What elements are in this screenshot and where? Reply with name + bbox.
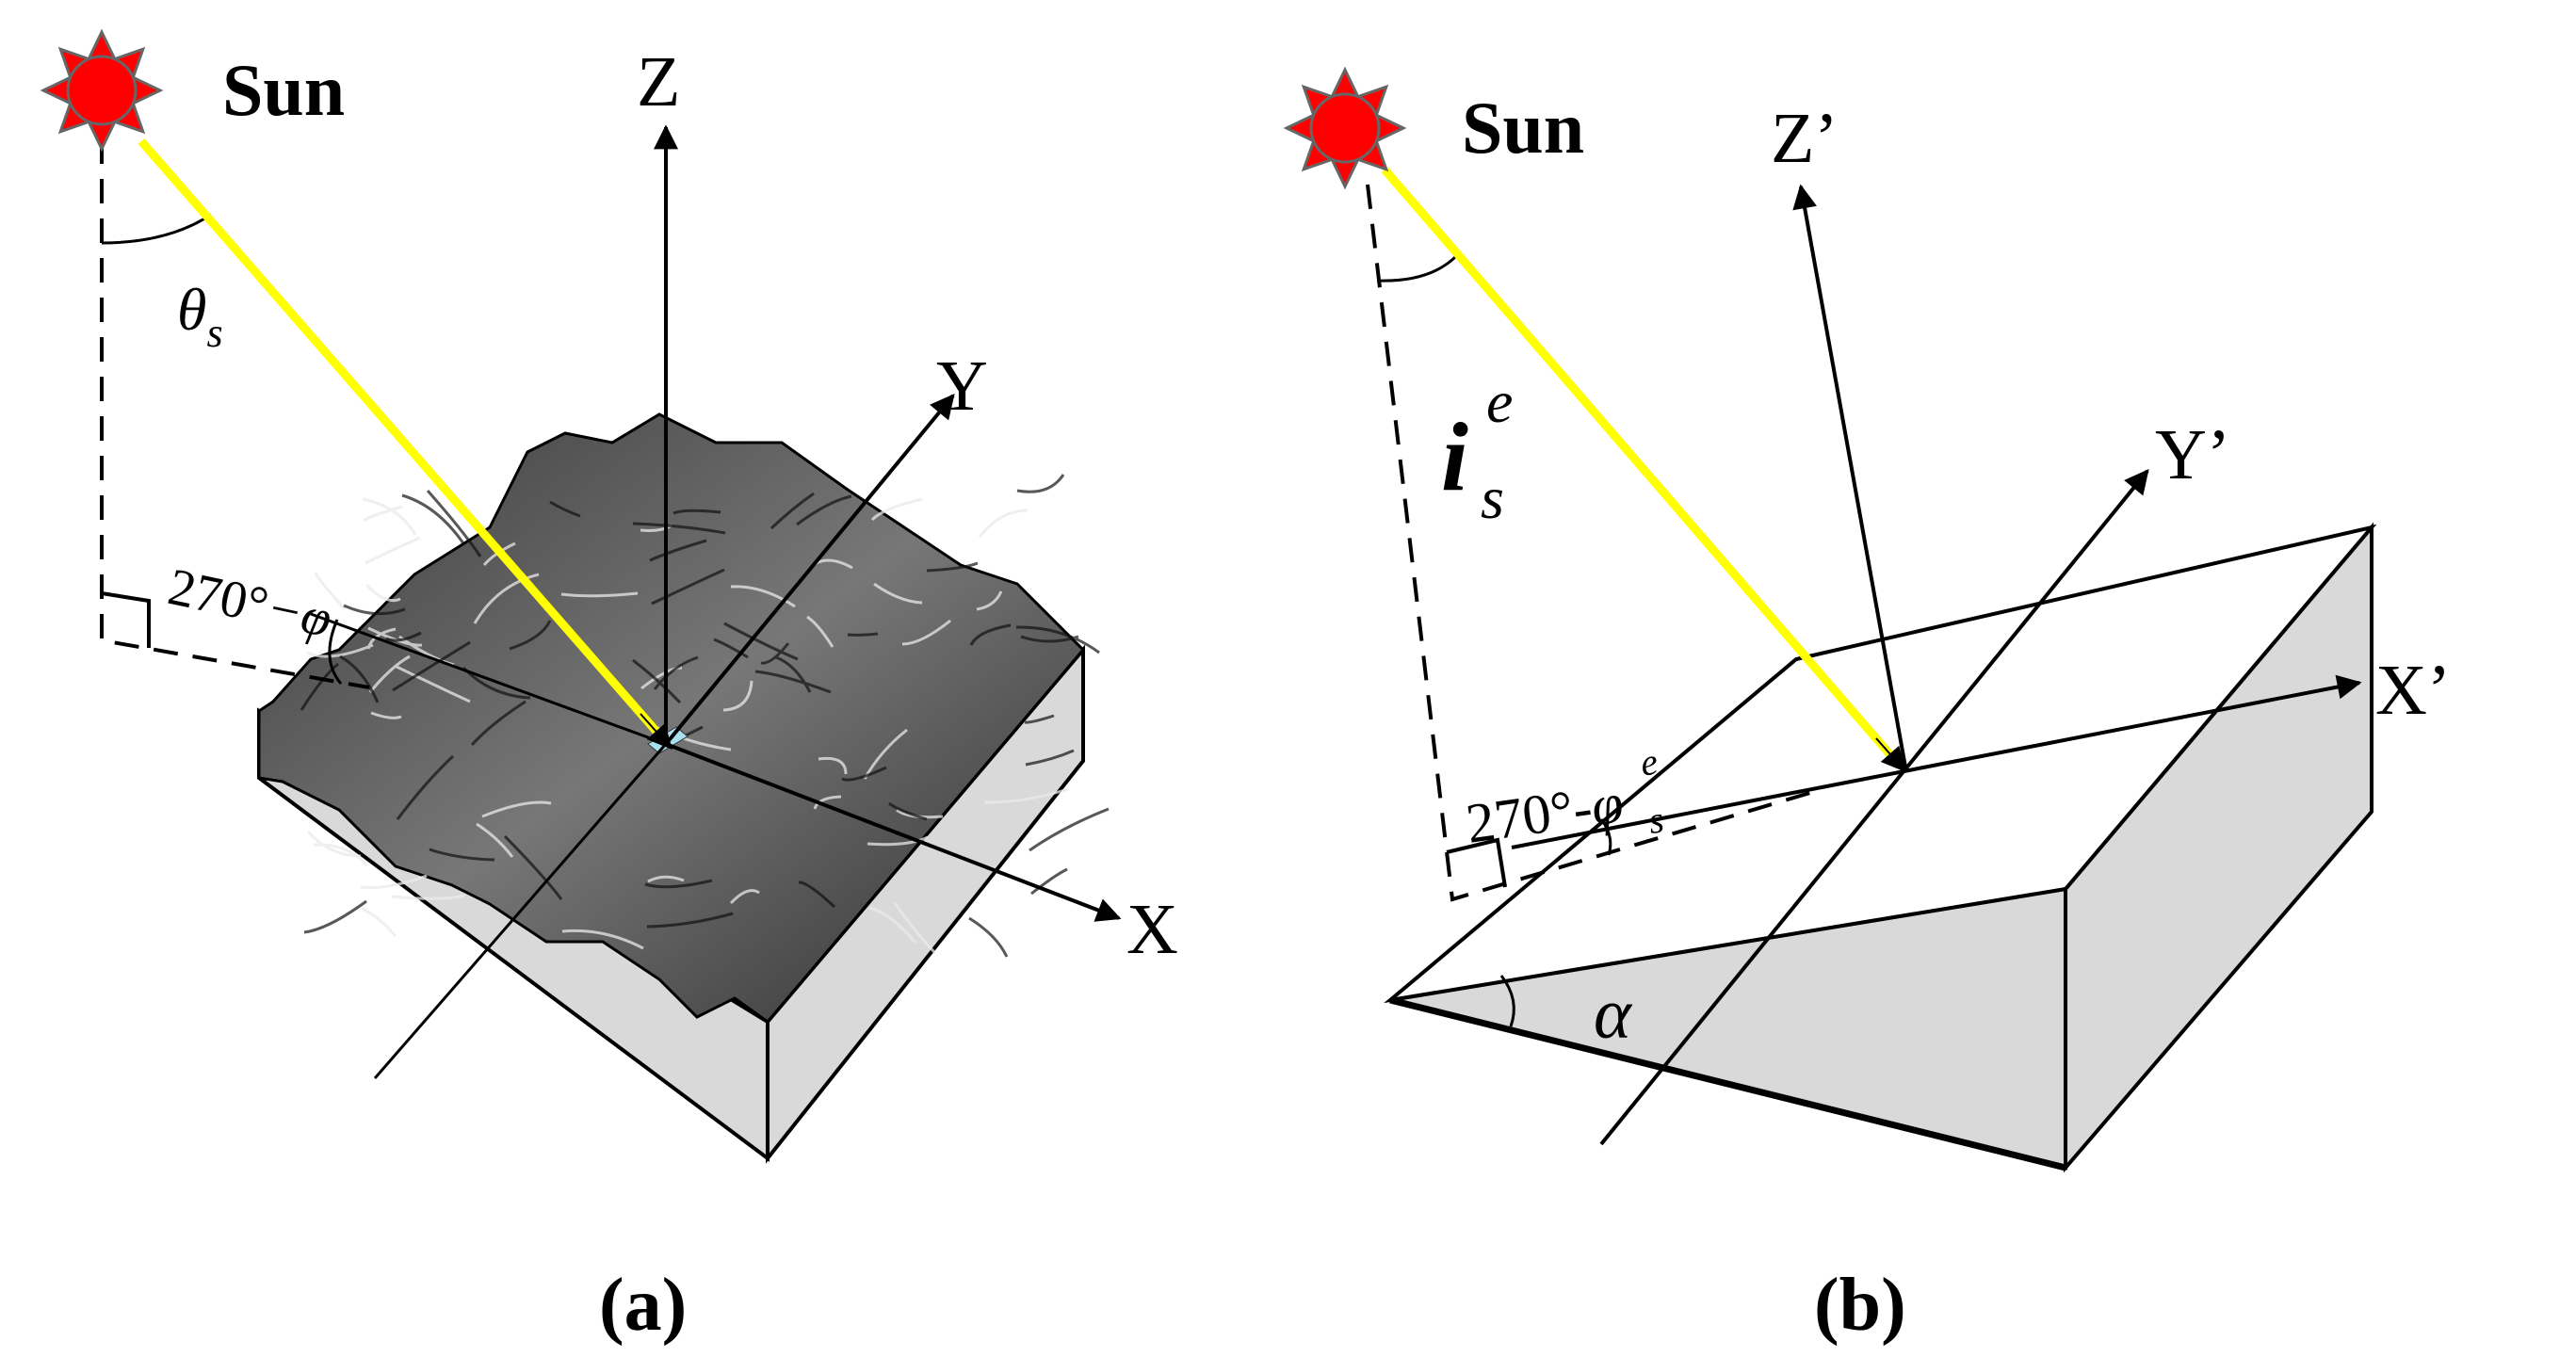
incidence-angle-arc xyxy=(1376,252,1460,283)
svg-text:s: s xyxy=(1645,798,1666,842)
sun-label: Sun xyxy=(222,49,345,131)
slope-angle-label: α xyxy=(1594,975,1633,1054)
axis-y-prime-line xyxy=(1599,468,2149,1146)
axis-z-label: Z xyxy=(637,42,680,121)
azimuth-reference-line xyxy=(310,612,667,746)
caption-a: (a) xyxy=(599,1264,687,1347)
sun-label-b: Sun xyxy=(1462,87,1584,169)
axis-y-negative-line xyxy=(373,743,668,1079)
sun-ray-arrow xyxy=(640,713,672,750)
axis-x-line xyxy=(665,742,1122,922)
azimuth-angle-arc xyxy=(328,619,343,685)
sun-ray xyxy=(138,138,668,743)
sun-projection-dashed-b xyxy=(1366,184,1823,902)
axis-x-prime-line xyxy=(1511,674,2362,849)
axis-x-prime-label: X’ xyxy=(2375,651,2451,730)
incidence-angle-label: i e s xyxy=(1441,368,1513,531)
svg-text:i: i xyxy=(1441,403,1468,511)
svg-text:e: e xyxy=(1638,740,1661,784)
slope-angle-arc xyxy=(1499,975,1515,1027)
wedge-bottom-edge xyxy=(1389,996,2066,1171)
axis-x-label: X xyxy=(1126,890,1178,969)
zenith-angle-arc xyxy=(101,213,212,245)
azimuth-angle-arc-b xyxy=(1599,818,1612,856)
sun-projection-dashed xyxy=(100,139,370,689)
zenith-angle-label: θs xyxy=(177,276,223,356)
svg-text:s: s xyxy=(1481,464,1504,531)
right-angle-marker-b xyxy=(1446,837,1507,888)
sun-icon xyxy=(40,28,164,153)
axis-z-prime-label: Z’ xyxy=(1771,99,1839,178)
axis-y-line xyxy=(664,393,955,746)
panel-a: Sun Z Y X θs 270°−φ (a) xyxy=(40,28,1178,1347)
sun-icon-b xyxy=(1283,66,1407,190)
terrain-surface xyxy=(257,412,1110,1025)
axis-y-label: Y xyxy=(936,347,988,426)
svg-text:e: e xyxy=(1486,368,1513,435)
azimuth-angle-label-b: 270°-φ e s xyxy=(1463,740,1667,855)
panel-b: Sun Z’ Y’ X’ i e s 270°-φ e s α (b) xyxy=(1283,66,2451,1347)
azimuth-angle-label: 270°−φ xyxy=(163,557,336,649)
svg-text:270°-φ: 270°-φ xyxy=(1463,771,1628,855)
sun-ray-b xyxy=(1381,167,1903,767)
right-angle-marker xyxy=(101,591,151,648)
axis-y-prime-label: Y’ xyxy=(2155,415,2230,494)
caption-b: (b) xyxy=(1814,1264,1906,1347)
sun-ray-arrow-b xyxy=(1875,737,1906,772)
axis-z-prime-line xyxy=(1792,184,1908,773)
